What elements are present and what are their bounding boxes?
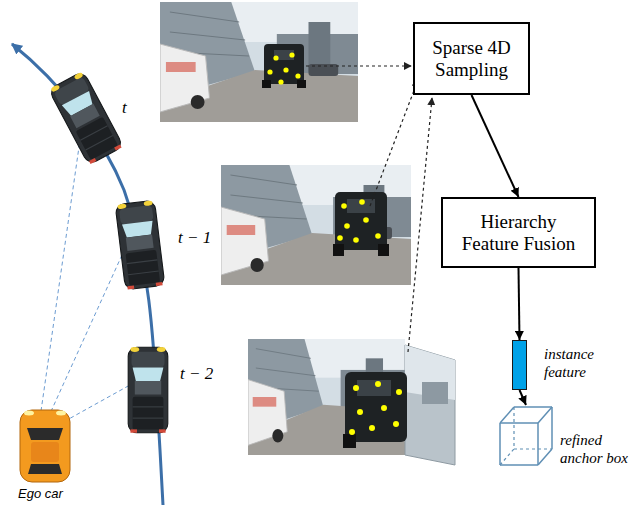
anchor-box-cube: refined anchor box: [498, 405, 554, 467]
wheel: [262, 80, 271, 88]
cube-edge: [514, 406, 552, 408]
sight-line: [40, 140, 80, 418]
cube-hidden-edge: [513, 407, 514, 449]
wheel: [297, 80, 306, 88]
sample-points: [337, 199, 381, 243]
process-box: Sparse 4D Sampling: [413, 22, 530, 95]
cube-edge: [500, 422, 538, 424]
camera-image: [248, 339, 455, 465]
vehicle-t-1: [115, 200, 165, 290]
node-caption: instance feature: [544, 345, 620, 381]
ego-body: [20, 410, 70, 482]
target-window: [357, 380, 391, 396]
flow-arrow: [472, 95, 519, 197]
cube-hidden-edge: [500, 449, 514, 465]
photo: [221, 165, 411, 285]
wheel: [343, 434, 356, 448]
cube-edge: [500, 407, 514, 423]
cube-edge: [500, 464, 538, 466]
cube-hidden-edge: [514, 448, 552, 449]
flow-arrow: [520, 390, 527, 405]
projection-arrows: [306, 66, 432, 352]
wheel: [378, 244, 389, 256]
cube-outline: [498, 405, 554, 467]
cube-edge: [551, 407, 553, 449]
target-vehicle: [264, 44, 304, 84]
cube-edge: [538, 449, 552, 465]
side-panel: [405, 345, 455, 465]
side-building: [422, 382, 448, 404]
target-window: [274, 50, 294, 60]
wheel: [333, 244, 344, 256]
process-box: Hierarchy Feature Fusion: [441, 197, 596, 268]
ego-light: [24, 411, 34, 416]
ego-light: [56, 411, 66, 416]
vehicle-t: [48, 71, 123, 165]
ego-rear-window: [28, 464, 62, 474]
ego-car: [20, 410, 70, 482]
target-window: [347, 199, 375, 213]
photo: [160, 2, 358, 122]
sight-line: [48, 255, 122, 418]
target-vehicle: [335, 192, 387, 250]
vehicle-label: Ego car: [18, 486, 63, 501]
cube-edge: [499, 423, 501, 465]
node-caption: refined anchor box: [560, 431, 634, 467]
projection-arrow: [370, 80, 418, 206]
camera-image: [160, 2, 358, 122]
ego-roof: [31, 442, 59, 462]
box-label: Hierarchy Feature Fusion: [457, 211, 580, 255]
sample-points: [267, 52, 300, 84]
camera-image: [221, 165, 411, 285]
time-label: t − 1: [178, 228, 211, 248]
vehicle-t-2: [128, 347, 168, 433]
sample-points: [349, 381, 402, 435]
flow-arrow: [519, 268, 520, 340]
time-label: t: [122, 98, 127, 118]
projection-arrow: [306, 65, 411, 66]
feature-bar: instance feature: [512, 340, 527, 390]
cube-edge: [537, 423, 539, 465]
sight-lines: [40, 140, 130, 425]
ego-windshield: [27, 428, 63, 440]
time-label: t − 2: [180, 364, 213, 384]
target-vehicle: [345, 372, 407, 442]
cube-edge: [538, 407, 552, 423]
box-label: Sparse 4D Sampling: [429, 37, 514, 81]
projection-arrow: [408, 98, 432, 352]
